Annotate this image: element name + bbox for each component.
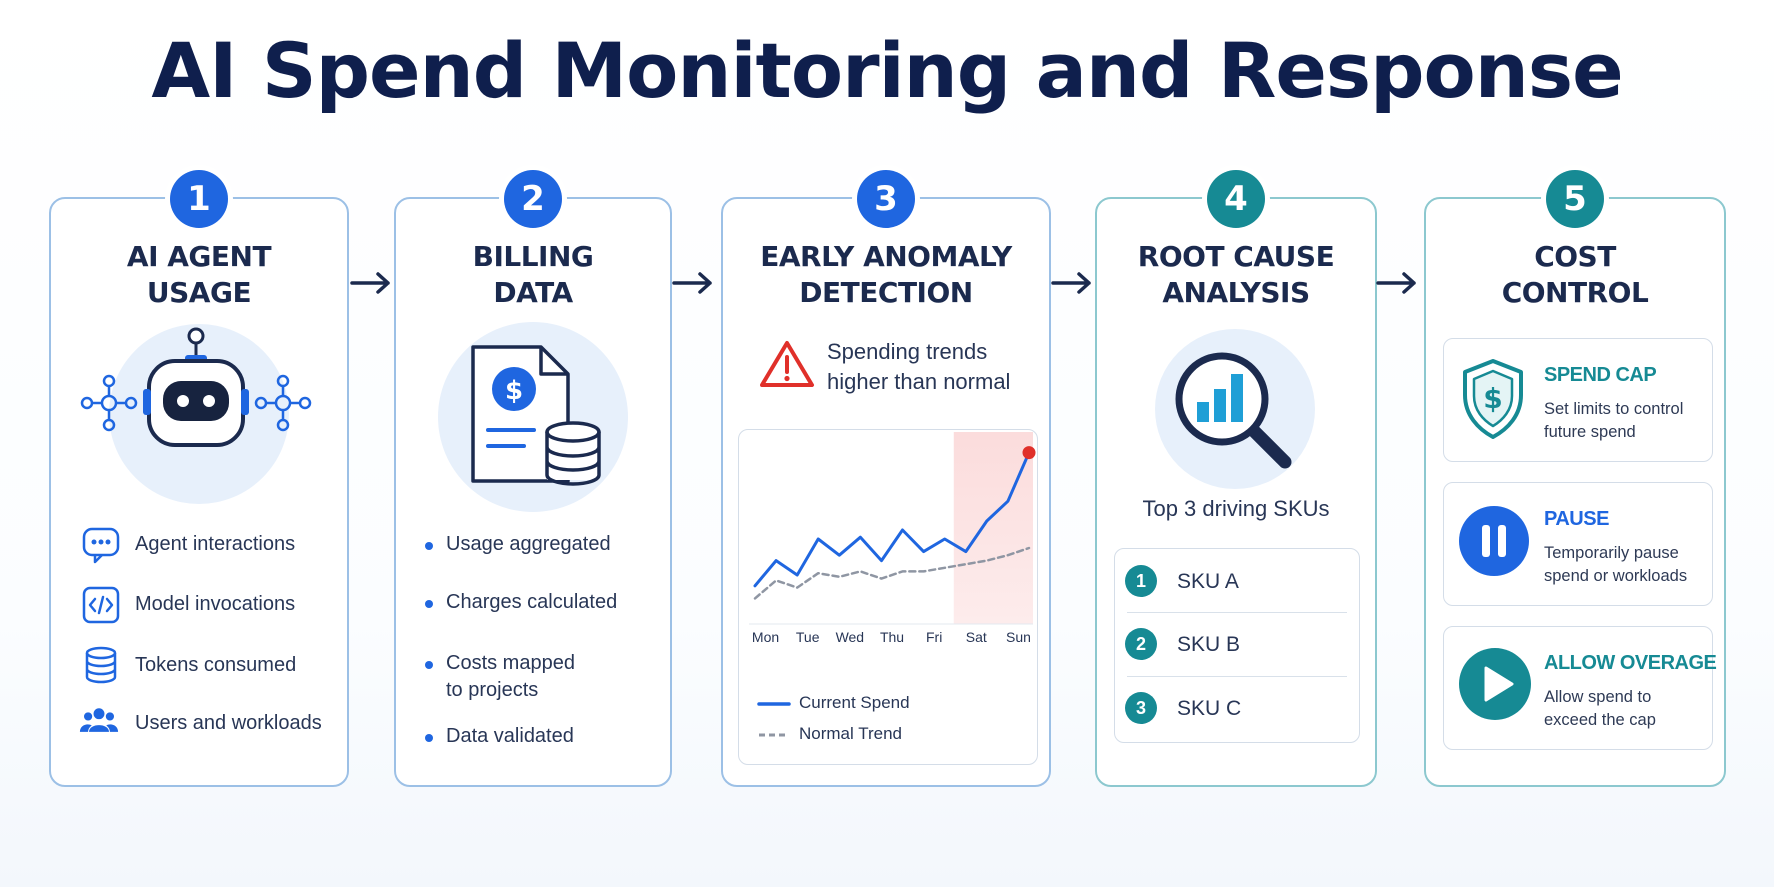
arrow-right-icon <box>1376 272 1416 294</box>
step-number-badge: 1 <box>170 170 228 228</box>
x-tick-label: Mon <box>752 629 779 645</box>
sku-label: SKU A <box>1177 570 1239 593</box>
pause-icon <box>1459 506 1529 576</box>
shield-dollar-icon: $ <box>1463 359 1523 439</box>
step-number-badge: 3 <box>857 170 915 228</box>
invoice-icon: $ <box>471 345 601 486</box>
arrow-right-icon <box>1051 272 1091 294</box>
option-title: SPEND CAP <box>1544 364 1657 386</box>
billing-item-label: Data validated <box>446 725 574 747</box>
step-card-ai-agent-usage: 1 AI AGENT USAGE Agent <box>49 170 349 787</box>
step-card-anomaly-detection: 3 EARLY ANOMALY DETECTION Spending trend… <box>721 170 1051 787</box>
billing-item-label: to projects <box>446 679 539 701</box>
legend-normal-label: Normal Trend <box>799 724 902 743</box>
x-tick-label: Tue <box>796 629 820 645</box>
option-description: spend or workloads <box>1544 567 1688 585</box>
bullet-dot <box>425 542 433 550</box>
current-spend-line <box>753 451 1031 588</box>
robot-icon <box>80 327 312 447</box>
usage-item-label: Agent interactions <box>135 533 296 555</box>
bullet-dot <box>425 734 433 742</box>
step-number-badge: 4 <box>1207 170 1265 228</box>
step-title: COST CONTROL <box>1501 240 1649 309</box>
legend-current-label: Current Spend <box>799 693 910 712</box>
anomaly-highlight-band <box>953 432 1033 624</box>
step-card-billing-data: 2 BILLING DATA $ Usage aggregated Charge… <box>394 170 672 787</box>
option-description: Set limits to control <box>1544 400 1684 418</box>
usage-item-label: Tokens consumed <box>135 654 297 676</box>
alert-text: Spending trends <box>827 339 988 364</box>
magnifier-chart-icon <box>1175 352 1292 469</box>
sku-rank-badge: 2 <box>1125 628 1157 660</box>
arrow-right-icon <box>350 272 390 294</box>
step-title: AI AGENT USAGE <box>126 240 272 309</box>
arrow-right-icon <box>672 272 712 294</box>
database-icon <box>85 646 117 684</box>
x-tick-label: Wed <box>836 629 865 645</box>
sku-subtitle: Top 3 driving SKUs <box>1142 496 1330 521</box>
x-tick-label: Fri <box>926 629 942 645</box>
step-title: EARLY ANOMALY DETECTION <box>760 240 1012 309</box>
bullet-dot <box>425 661 433 669</box>
code-icon <box>82 586 120 624</box>
sku-label: SKU C <box>1177 697 1242 720</box>
x-tick-label: Thu <box>880 629 904 645</box>
play-icon <box>1459 648 1531 720</box>
step-title: ROOT CAUSE ANALYSIS <box>1137 240 1335 309</box>
legend-current-swatch <box>757 702 791 706</box>
step-card-cost-control: 5 COST CONTROL $ SPEND CAP Set limits to… <box>1424 170 1726 787</box>
option-title: ALLOW OVERAGE <box>1544 652 1717 674</box>
option-spend-cap[interactable]: $ SPEND CAP Set limits to control future… <box>1443 338 1713 462</box>
step-card-root-cause-analysis: 4 ROOT CAUSE ANALYSIS Top 3 driving SKUs… <box>1095 170 1377 787</box>
warning-icon <box>760 341 814 387</box>
billing-item-label: Costs mapped <box>446 652 575 674</box>
sku-rank-badge: 1 <box>1125 565 1157 597</box>
svg-text:$: $ <box>505 376 523 406</box>
usage-item-label: Users and workloads <box>135 712 322 734</box>
option-description: Temporarily pause <box>1544 544 1679 562</box>
step-number-badge: 2 <box>504 170 562 228</box>
sku-rank-badge: 3 <box>1125 692 1157 724</box>
chat-icon <box>82 527 120 564</box>
x-tick-label: Sun <box>1006 629 1031 645</box>
bullet-dot <box>425 600 433 608</box>
step-title: BILLING DATA <box>472 240 594 309</box>
spend-chart-panel: Mon Tue Wed Thu Fri Sat Sun Current Spend Norm… <box>738 429 1038 765</box>
normal-trend-line <box>753 546 1031 600</box>
svg-text:$: $ <box>1483 382 1502 415</box>
billing-item-label: Usage aggregated <box>446 533 611 555</box>
x-tick-label: Sat <box>966 629 987 645</box>
page-title: AI Spend Monitoring and Response <box>151 26 1623 115</box>
step-number-badge: 5 <box>1546 170 1604 228</box>
billing-item-label: Charges calculated <box>446 591 618 613</box>
anomaly-point <box>1022 446 1036 460</box>
sku-list-panel: 1 SKU A 2 SKU B 3 SKU C <box>1114 548 1360 743</box>
usage-item-label: Model invocations <box>135 593 296 615</box>
option-pause[interactable]: PAUSE Temporarily pause spend or workloa… <box>1443 482 1713 606</box>
spend-line-chart: Mon Tue Wed Thu Fri Sat Sun <box>749 432 1036 645</box>
sku-label: SKU B <box>1177 633 1241 656</box>
option-allow-overage[interactable]: ALLOW OVERAGE Allow spend to exceed the … <box>1443 626 1717 750</box>
option-description: future spend <box>1544 423 1636 441</box>
option-description: Allow spend to <box>1544 688 1652 706</box>
option-description: exceed the cap <box>1544 711 1656 729</box>
alert-text: higher than normal <box>827 369 1011 394</box>
divider <box>1127 676 1347 677</box>
option-title: PAUSE <box>1544 508 1609 530</box>
legend-normal-swatch <box>759 733 789 737</box>
users-icon <box>79 708 119 732</box>
divider <box>1127 612 1347 613</box>
